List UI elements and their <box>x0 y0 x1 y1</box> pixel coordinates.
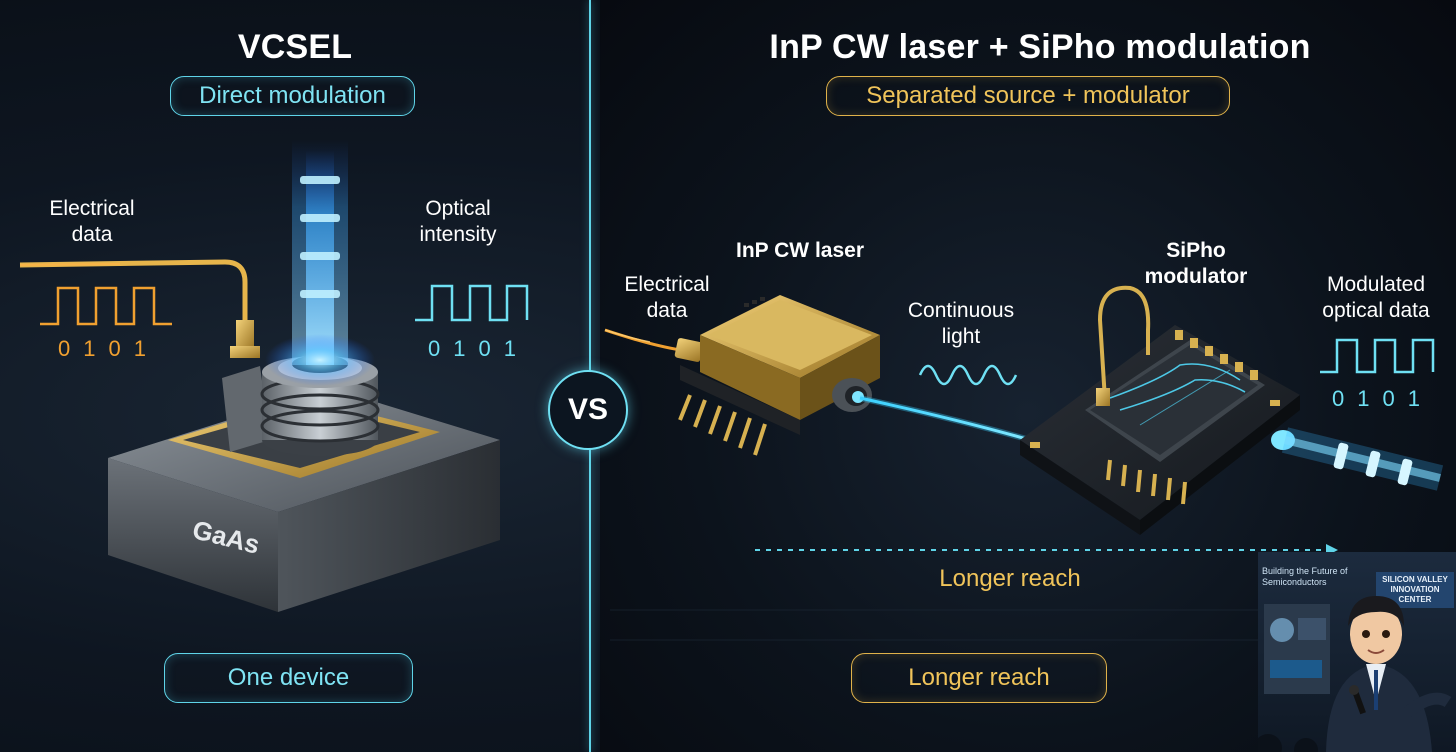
separated-source-pill: Separated source + modulator <box>826 76 1230 116</box>
continuous-light-label: Continuous light <box>907 299 1015 348</box>
continuous-sine-wave-icon <box>918 364 1018 386</box>
longer-reach-pill: Longer reach <box>851 653 1107 703</box>
one-device-pill: One device <box>164 653 413 703</box>
presenter-avatar-icon <box>1258 596 1452 752</box>
longer-reach-arrow-label: Longer reach <box>939 565 1081 592</box>
vcsel-title: VCSEL <box>237 28 353 66</box>
electrical-square-wave-icon <box>40 286 172 326</box>
direct-modulation-pill: Direct modulation <box>170 76 415 116</box>
presenter-headline: Building the Future of Semiconductors <box>1262 566 1348 587</box>
inp-cw-laser-label: InP CW laser <box>736 239 864 262</box>
vcsel-output-bits: 0101 <box>428 336 529 361</box>
presenter-panel: Building the Future of Semiconductors SI… <box>1258 552 1456 752</box>
vcsel-electrical-data-label: Electrical data <box>49 197 135 246</box>
modulated-optical-data-label: Modulated optical data <box>1322 273 1430 322</box>
inp-laser-package-icon <box>678 295 880 456</box>
modulated-square-wave-icon <box>1320 338 1435 374</box>
inp-electrical-data-label: Electrical data <box>624 273 710 322</box>
vcsel-input-bits: 0101 <box>58 336 159 361</box>
vs-badge: VS <box>548 370 628 450</box>
sipho-chip-icon <box>1020 285 1300 535</box>
modulated-output-bits: 0101 <box>1332 386 1433 411</box>
optical-square-wave-icon <box>415 284 529 322</box>
sipho-modulator-label: SiPho modulator <box>1144 239 1248 288</box>
vcsel-optical-intensity-label: Optical intensity <box>419 197 497 246</box>
inp-sipho-title: InP CW laser + SiPho modulation <box>769 28 1311 66</box>
